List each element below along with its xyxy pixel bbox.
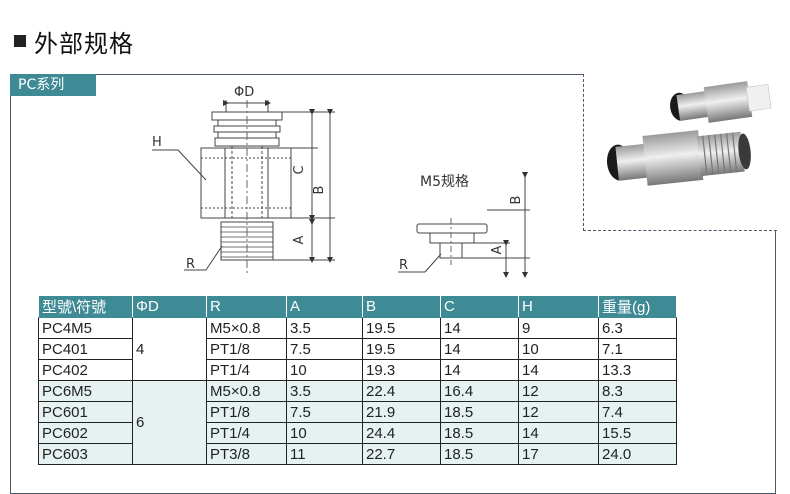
cell-a: 3.5	[286, 380, 363, 402]
cell-model: PC6M5	[38, 380, 133, 402]
col-header-r: R	[206, 295, 287, 318]
cell-weight: 8.3	[598, 380, 677, 402]
cell-a: 10	[286, 422, 363, 444]
m5-dim-b-label: B	[509, 196, 524, 205]
cell-h: 10	[518, 338, 599, 360]
cell-r: PT1/4	[206, 422, 287, 444]
cell-weight: 15.5	[598, 422, 677, 444]
col-header-h: H	[518, 295, 599, 318]
cell-h: 14	[518, 359, 599, 381]
cell-h: 9	[518, 317, 599, 339]
table-row: PC603 PT3/8 11 22.7 18.5 17 24.0	[38, 443, 677, 465]
cell-r: PT3/8	[206, 443, 287, 465]
table-row: PC6M5 6 M5×0.8 3.5 22.4 16.4 12 8.3	[38, 380, 677, 465]
col-header-a: A	[286, 295, 363, 318]
cell-model: PC402	[38, 359, 133, 381]
cell-od: 6	[132, 380, 207, 465]
cell-c: 18.5	[440, 422, 519, 444]
product-photo	[606, 81, 772, 186]
series-tab: PC系列	[10, 74, 96, 96]
product-photo-frame	[583, 74, 777, 231]
table-header-row: 型號\符號 ΦD R A B C H 重量(g)	[38, 295, 677, 318]
cell-c: 18.5	[440, 401, 519, 423]
cell-od: 4	[132, 317, 207, 381]
cell-c: 14	[440, 359, 519, 381]
cell-weight: 7.4	[598, 401, 677, 423]
cell-b: 19.3	[362, 359, 441, 381]
cell-b: 19.5	[362, 317, 441, 339]
cell-b: 22.4	[362, 380, 441, 402]
section-heading: 外部规格	[14, 26, 134, 58]
cell-a: 10	[286, 359, 363, 381]
table-row: PC601 PT1/8 7.5 21.9 18.5 12 7.4	[38, 401, 677, 423]
cell-model: PC603	[38, 443, 133, 465]
cell-c: 14	[440, 338, 519, 360]
cell-c: 18.5	[440, 443, 519, 465]
cell-h: 12	[518, 380, 599, 402]
square-bullet-icon	[14, 35, 26, 47]
cell-b: 24.4	[362, 422, 441, 444]
cell-weight: 24.0	[598, 443, 677, 465]
col-header-od: ΦD	[132, 295, 207, 318]
section-title: 外部规格	[34, 29, 134, 58]
cell-a: 3.5	[286, 317, 363, 339]
cell-a: 11	[286, 443, 363, 465]
table-row: PC402 PT1/4 10 19.3 14 14 13.3	[38, 359, 677, 381]
cell-weight: 6.3	[598, 317, 677, 339]
table-row: PC602 PT1/4 10 24.4 18.5 14 15.5	[38, 422, 677, 444]
cell-c: 14	[440, 317, 519, 339]
cell-h: 17	[518, 443, 599, 465]
cell-weight: 13.3	[598, 359, 677, 381]
cell-model: PC601	[38, 401, 133, 423]
cell-c: 16.4	[440, 380, 519, 402]
table-row: PC4M5 4 M5×0.8 3.5 19.5 14 9 6.3	[38, 317, 677, 381]
col-header-b: B	[362, 295, 441, 318]
col-header-c: C	[440, 295, 519, 318]
col-header-weight: 重量(g)	[598, 295, 677, 318]
cell-weight: 7.1	[598, 338, 677, 360]
fitting-drawing: ΦD H R C B A M5规格 B A R	[152, 85, 530, 278]
cell-r: PT1/8	[206, 338, 287, 360]
cell-model: PC602	[38, 422, 133, 444]
m5-dim-r-label: R	[399, 258, 408, 273]
cell-r: PT1/8	[206, 401, 287, 423]
cell-a: 7.5	[286, 401, 363, 423]
cell-h: 14	[518, 422, 599, 444]
cell-model: PC401	[38, 338, 133, 360]
dim-c-label: C	[292, 165, 307, 174]
dim-a-label: A	[292, 235, 307, 244]
m5-title: M5规格	[420, 174, 469, 190]
spec-table: 型號\符號 ΦD R A B C H 重量(g) PC4M5 4 M5×0.8 …	[38, 295, 677, 465]
cell-b: 22.7	[362, 443, 441, 465]
cell-b: 21.9	[362, 401, 441, 423]
dim-r-label: R	[186, 257, 195, 272]
cell-h: 12	[518, 401, 599, 423]
cell-r: M5×0.8	[206, 380, 287, 402]
dim-b-label: B	[312, 186, 327, 195]
cell-a: 7.5	[286, 338, 363, 360]
dim-h-label: H	[152, 135, 162, 150]
m5-dim-a-label: A	[490, 245, 505, 254]
dim-phi-d-label: ΦD	[234, 85, 254, 100]
cell-r: PT1/4	[206, 359, 287, 381]
cell-model: PC4M5	[38, 317, 133, 339]
cell-b: 19.5	[362, 338, 441, 360]
col-header-model: 型號\符號	[38, 295, 133, 318]
cell-r: M5×0.8	[206, 317, 287, 339]
